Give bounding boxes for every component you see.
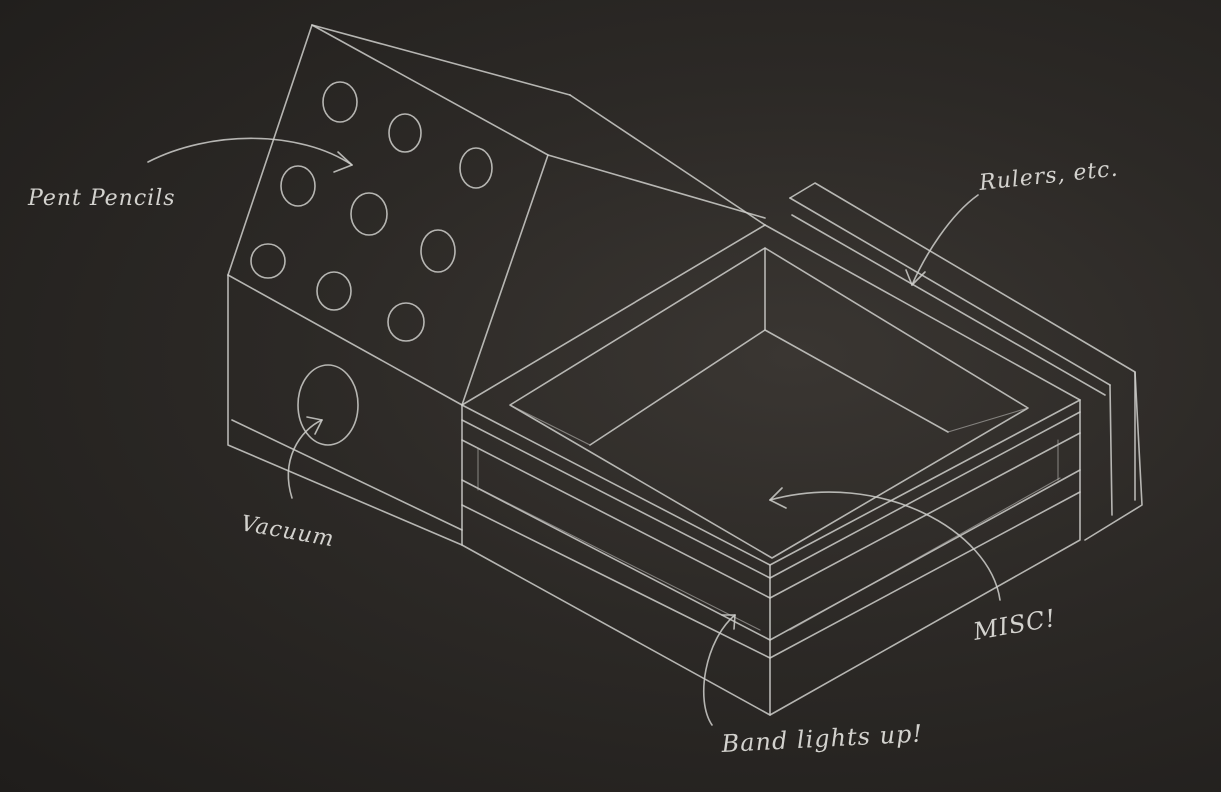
labels: Pent Pencils Rulers, etc. Vacuum MISC! B…	[27, 156, 1120, 758]
band-inner-line	[478, 488, 760, 630]
ruler-slot-outer	[790, 183, 1142, 540]
box-back-edge	[462, 225, 765, 405]
box-left-top-edge	[228, 275, 462, 405]
ruler-slot-inner-2	[792, 215, 1105, 395]
label-misc: MISC!	[970, 604, 1058, 646]
pens-arrow-head	[334, 152, 352, 172]
pen-hole	[323, 82, 357, 122]
band-front-low	[462, 505, 770, 658]
organizer-box	[228, 225, 1080, 715]
label-rulers: Rulers, etc.	[977, 156, 1120, 196]
pen-panel-lid-diag	[548, 155, 765, 218]
pens-arrow	[148, 138, 352, 165]
band-arrow	[704, 615, 735, 725]
pen-hole	[460, 148, 492, 188]
tray-left-wall	[510, 405, 590, 445]
band-inner-line-right	[790, 478, 1060, 630]
band-front-bottom	[462, 480, 770, 640]
label-band: Band lights up!	[720, 719, 924, 758]
vacuum-opening	[298, 365, 358, 445]
box-left-face	[228, 275, 462, 545]
rulers-arrow	[912, 195, 978, 285]
vacuum-arrow-head	[307, 417, 322, 434]
ruler-slot	[790, 183, 1142, 540]
label-vacuum: Vacuum	[239, 511, 336, 552]
pen-hole	[251, 244, 285, 278]
pen-hole	[351, 193, 387, 235]
annotation-arrows	[148, 138, 1000, 725]
pen-panel-top	[312, 25, 570, 95]
pen-hole	[281, 166, 315, 206]
pen-panel-lid-edge	[570, 95, 765, 225]
label-pens: Pent Pencils	[27, 186, 176, 211]
pen-hole	[317, 272, 351, 310]
pen-panel-outline	[228, 25, 548, 405]
pen-panel	[228, 25, 765, 405]
pen-hole	[388, 303, 424, 341]
ruler-slot-front	[1110, 385, 1112, 515]
tray-outer-rim	[510, 248, 1028, 558]
pen-hole	[389, 114, 421, 152]
tray-inner-back	[590, 330, 948, 445]
pen-hole	[421, 230, 455, 272]
band-right-top	[770, 433, 1080, 598]
tray-right-wall	[948, 408, 1028, 432]
tray-rim-front	[462, 420, 770, 578]
band-front-top	[462, 440, 770, 598]
box-right-face	[770, 400, 1080, 715]
